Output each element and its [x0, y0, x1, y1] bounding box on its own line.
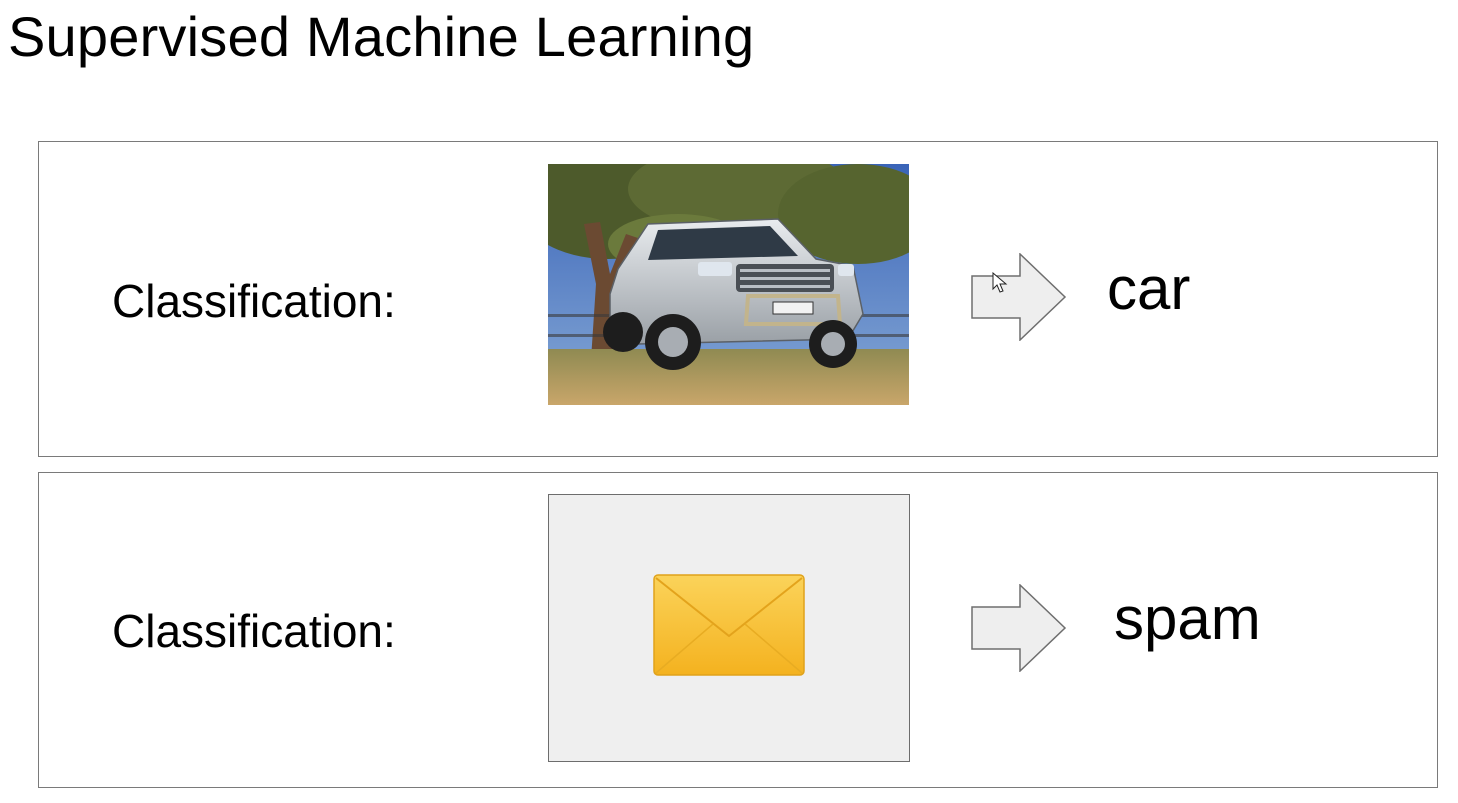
example-panel-car: Classification:: [38, 141, 1438, 457]
result-label-spam: spam: [1114, 585, 1261, 652]
slide-title: Supervised Machine Learning: [8, 5, 755, 68]
classification-label: Classification:: [112, 275, 396, 327]
car-photo: [548, 164, 909, 405]
classification-label: Classification:: [112, 605, 396, 657]
example-panel-spam: Classification: spam: [38, 472, 1438, 788]
email-input-box: [548, 494, 910, 762]
mouse-pointer-icon: [992, 272, 1008, 293]
envelope-icon: [653, 574, 805, 676]
right-arrow-icon: [971, 253, 1067, 341]
right-arrow-icon: [971, 584, 1067, 672]
result-label-car: car: [1107, 255, 1191, 322]
